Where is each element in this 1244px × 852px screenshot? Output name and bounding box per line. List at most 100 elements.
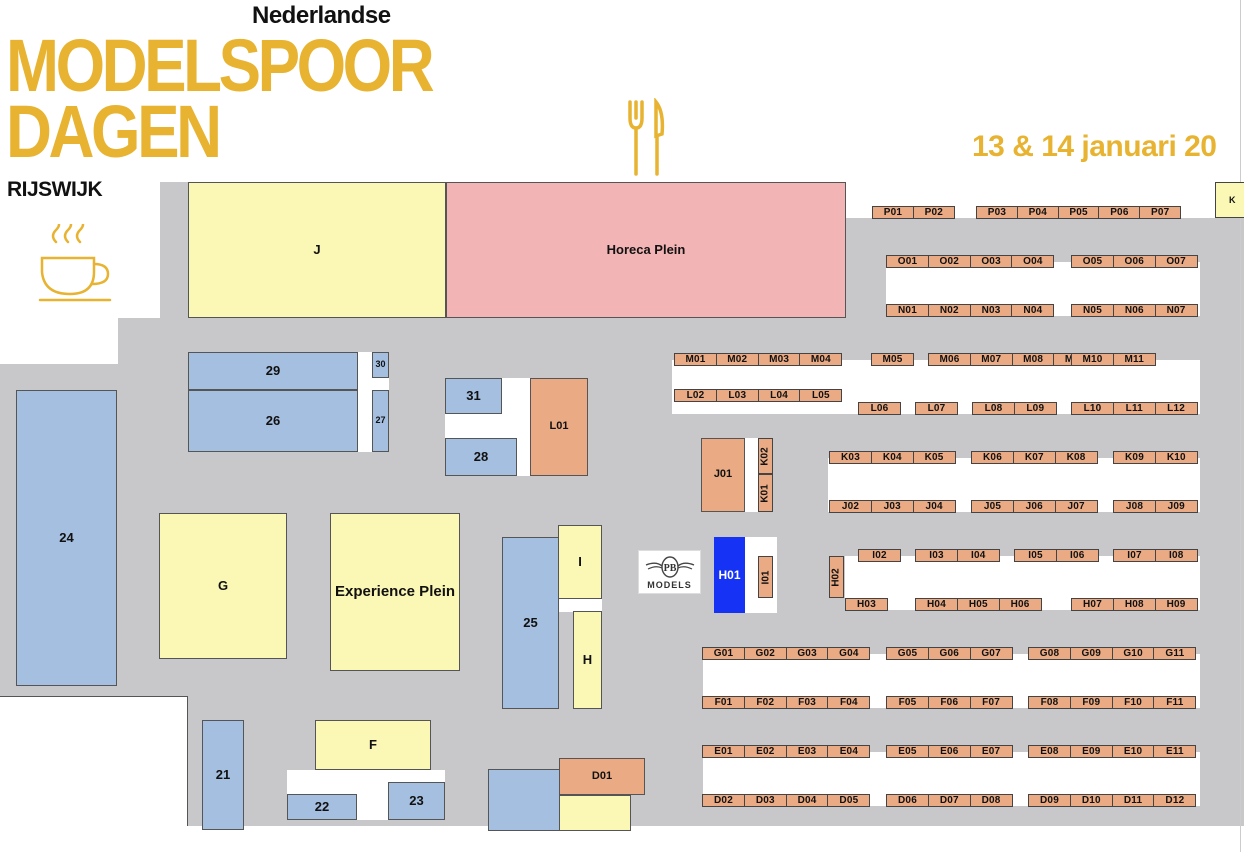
stand-l03[interactable]: L03 <box>715 389 759 402</box>
stand-h09[interactable]: H09 <box>1154 598 1198 611</box>
stand-j04[interactable]: J04 <box>912 500 956 513</box>
stand-p05[interactable]: P05 <box>1057 206 1100 219</box>
area-j[interactable]: J <box>188 182 446 318</box>
stand-l01[interactable]: L01 <box>530 378 588 476</box>
stand-m11[interactable]: M11 <box>1112 353 1156 366</box>
stand-p03[interactable]: P03 <box>976 206 1018 219</box>
stand-f07[interactable]: F07 <box>969 696 1013 709</box>
stand-m08[interactable]: M08 <box>1011 353 1055 366</box>
stand-k06[interactable]: K06 <box>971 451 1014 464</box>
stand-g03[interactable]: G03 <box>785 647 829 660</box>
hall-lower[interactable] <box>488 769 560 831</box>
stand-l05[interactable]: L05 <box>799 389 843 402</box>
stand-d07[interactable]: D07 <box>927 794 971 807</box>
stand-m10[interactable]: M10 <box>1071 353 1114 366</box>
stand-h02[interactable]: H02 <box>829 556 844 598</box>
stand-j07[interactable]: J07 <box>1054 500 1098 513</box>
area-h[interactable]: H <box>573 611 602 709</box>
stand-f06[interactable]: F06 <box>927 696 971 709</box>
hall-29[interactable]: 29 <box>188 352 358 390</box>
stand-d02[interactable]: D02 <box>702 794 745 807</box>
stand-l08[interactable]: L08 <box>972 402 1015 415</box>
stand-d06[interactable]: D06 <box>886 794 929 807</box>
stand-e02[interactable]: E02 <box>743 745 787 758</box>
stand-g02[interactable]: G02 <box>743 647 787 660</box>
stand-g11[interactable]: G11 <box>1153 647 1197 660</box>
stand-j09[interactable]: J09 <box>1154 500 1198 513</box>
stand-g07[interactable]: G07 <box>969 647 1013 660</box>
stand-e08[interactable]: E08 <box>1028 745 1071 758</box>
stand-g05[interactable]: G05 <box>886 647 929 660</box>
stand-e05[interactable]: E05 <box>886 745 929 758</box>
stand-f11[interactable]: F11 <box>1153 696 1197 709</box>
stand-h06[interactable]: H06 <box>998 598 1042 611</box>
stand-i04[interactable]: I04 <box>956 549 1000 562</box>
stand-l12[interactable]: L12 <box>1154 402 1198 415</box>
stand-k07[interactable]: K07 <box>1012 451 1056 464</box>
area-f[interactable]: F <box>315 720 431 770</box>
stand-h03[interactable]: H03 <box>845 598 888 611</box>
stand-d01[interactable]: D01 <box>559 758 645 795</box>
stand-p02[interactable]: P02 <box>912 206 955 219</box>
stand-g01[interactable]: G01 <box>702 647 745 660</box>
stand-j05[interactable]: J05 <box>971 500 1014 513</box>
stand-f05[interactable]: F05 <box>886 696 929 709</box>
stand-g04[interactable]: G04 <box>827 647 871 660</box>
stand-d12[interactable]: D12 <box>1153 794 1197 807</box>
stand-m04[interactable]: M04 <box>799 353 843 366</box>
stand-k08[interactable]: K08 <box>1054 451 1098 464</box>
hall-21[interactable]: 21 <box>202 720 244 830</box>
stand-f01[interactable]: F01 <box>702 696 745 709</box>
stand-k02[interactable]: K02 <box>758 438 773 474</box>
stand-e01[interactable]: E01 <box>702 745 745 758</box>
stand-n01[interactable]: N01 <box>886 304 929 317</box>
hall-22[interactable]: 22 <box>287 794 357 820</box>
stand-d09[interactable]: D09 <box>1028 794 1071 807</box>
stand-e11[interactable]: E11 <box>1153 745 1197 758</box>
hall-31[interactable]: 31 <box>445 378 502 414</box>
hall-23[interactable]: 23 <box>388 782 445 820</box>
stand-f02[interactable]: F02 <box>743 696 787 709</box>
stand-m05[interactable]: M05 <box>871 353 914 366</box>
stand-l11[interactable]: L11 <box>1112 402 1156 415</box>
stand-f04[interactable]: F04 <box>827 696 871 709</box>
stand-f08[interactable]: F08 <box>1028 696 1071 709</box>
stand-k-partial[interactable]: K <box>1215 182 1244 218</box>
stand-o02[interactable]: O02 <box>927 255 971 268</box>
stand-o03[interactable]: O03 <box>969 255 1013 268</box>
stand-o07[interactable]: O07 <box>1154 255 1198 268</box>
stand-o04[interactable]: O04 <box>1011 255 1055 268</box>
stand-d05[interactable]: D05 <box>827 794 871 807</box>
stand-l04[interactable]: L04 <box>757 389 801 402</box>
stand-o05[interactable]: O05 <box>1071 255 1114 268</box>
hall-30[interactable]: 30 <box>372 352 389 378</box>
stand-m06[interactable]: M06 <box>928 353 971 366</box>
stand-p01[interactable]: P01 <box>872 206 914 219</box>
stand-k01[interactable]: K01 <box>758 474 773 512</box>
stand-n06[interactable]: N06 <box>1112 304 1156 317</box>
stand-e03[interactable]: E03 <box>785 745 829 758</box>
stand-e06[interactable]: E06 <box>927 745 971 758</box>
stand-i06[interactable]: I06 <box>1055 549 1099 562</box>
stand-p07[interactable]: P07 <box>1139 206 1182 219</box>
stand-e10[interactable]: E10 <box>1111 745 1155 758</box>
stand-e07[interactable]: E07 <box>969 745 1013 758</box>
stand-l10[interactable]: L10 <box>1071 402 1114 415</box>
hall-26[interactable]: 26 <box>188 390 358 452</box>
area-i[interactable]: I <box>558 525 602 599</box>
stand-i02[interactable]: I02 <box>858 549 901 562</box>
stand-i05[interactable]: I05 <box>1014 549 1057 562</box>
stand-n02[interactable]: N02 <box>927 304 971 317</box>
stand-l07[interactable]: L07 <box>915 402 958 415</box>
stand-g08[interactable]: G08 <box>1028 647 1071 660</box>
stand-j03[interactable]: J03 <box>870 500 914 513</box>
stand-h05[interactable]: H05 <box>956 598 1000 611</box>
stand-n04[interactable]: N04 <box>1011 304 1055 317</box>
stand-k09[interactable]: K09 <box>1113 451 1156 464</box>
stand-n03[interactable]: N03 <box>969 304 1013 317</box>
stand-n07[interactable]: N07 <box>1154 304 1198 317</box>
stand-j08[interactable]: J08 <box>1113 500 1156 513</box>
stand-m02[interactable]: M02 <box>715 353 759 366</box>
stand-j06[interactable]: J06 <box>1012 500 1056 513</box>
stand-d11[interactable]: D11 <box>1111 794 1155 807</box>
